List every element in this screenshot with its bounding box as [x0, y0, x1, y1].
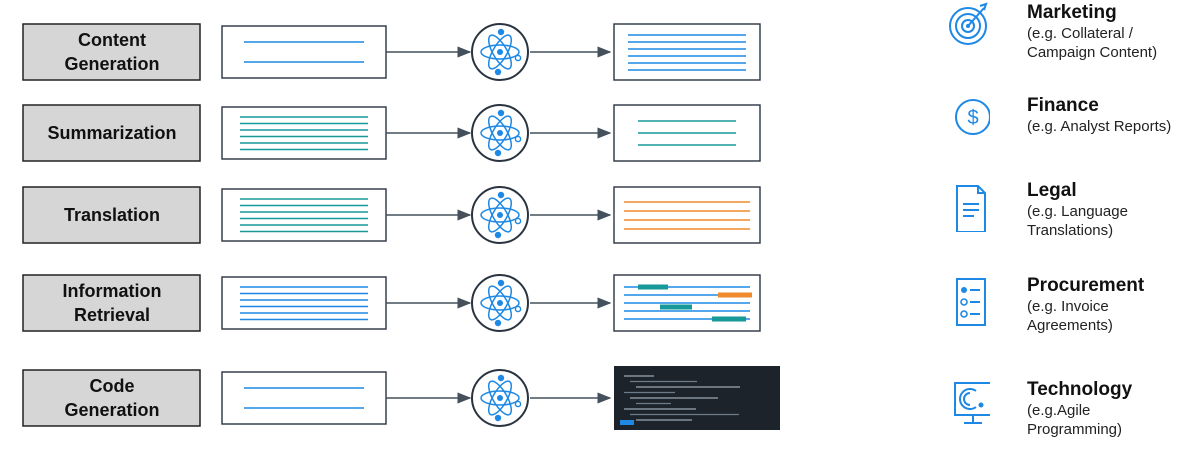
highlight-mark: [638, 284, 668, 290]
task-box: [22, 186, 201, 244]
atom-nucleus: [497, 212, 503, 218]
legend-subtitle: (e.g. Analyst Reports): [1027, 118, 1172, 135]
legend-title: Technology: [1027, 379, 1133, 400]
input-document: [221, 188, 387, 242]
code-badge: [620, 420, 634, 425]
legend-title: Legal: [1027, 180, 1077, 201]
atom-orbit: [487, 380, 513, 416]
legend-title: Finance: [1027, 95, 1099, 116]
atom-electron: [494, 68, 502, 76]
atom-nucleus: [497, 130, 503, 136]
atom-nucleus: [497, 395, 503, 401]
atom-electron: [497, 191, 505, 199]
task-box: [22, 369, 201, 427]
legend-subtitle: (e.g. Language Translations): [1027, 203, 1128, 239]
atom-electron: [497, 28, 505, 36]
atom-electron: [514, 217, 522, 225]
target-icon: [949, 2, 988, 45]
atom-orbit: [480, 207, 520, 223]
industry-legend: Marketing (e.g. Collateral / Campaign Co…: [940, 0, 1199, 446]
atom-orbit: [487, 380, 513, 416]
output-document: [613, 23, 761, 81]
legend-subtitle: (e.g.Agile Programming): [1027, 402, 1123, 438]
task-row: Summarization: [22, 104, 761, 162]
task-box: [22, 274, 201, 332]
atom-orbit: [487, 115, 513, 151]
atom-electron: [514, 135, 522, 143]
legend-subtitle: (e.g. Invoice Agreements): [1027, 298, 1113, 334]
document-icon: [956, 185, 986, 232]
legend-subtitle: (e.g. Collateral / Campaign Content): [1027, 25, 1158, 61]
atom-nucleus: [497, 300, 503, 306]
atom-electron: [494, 319, 502, 327]
atom-orbit: [487, 197, 513, 233]
atom-electron: [497, 279, 505, 287]
task-box: [22, 23, 201, 81]
atom-orbit: [480, 125, 520, 141]
atom-nucleus: [497, 49, 503, 55]
input-document: [221, 371, 387, 425]
input-document: [221, 276, 387, 330]
atom-orbit: [487, 34, 513, 70]
legend-item-procurement: Procurement (e.g. Invoice Agreements): [940, 275, 1199, 355]
task-row: Translation: [22, 186, 761, 244]
legend-item-finance: $ Finance (e.g. Analyst Reports): [940, 95, 1199, 175]
atom-orbit: [487, 115, 513, 151]
highlight-mark: [712, 316, 746, 322]
input-document: [221, 106, 387, 160]
legend-item-technology: Technology (e.g.Agile Programming): [940, 379, 1199, 459]
atom-orbit: [480, 295, 520, 311]
highlight-mark: [718, 292, 752, 298]
atom-electron: [514, 54, 522, 62]
task-label: Summarization: [47, 123, 176, 143]
input-document: [221, 25, 387, 79]
atom-electron: [494, 149, 502, 157]
atom-orbit: [487, 285, 513, 321]
atom-orbit: [487, 285, 513, 321]
legend-title: Marketing: [1027, 2, 1117, 23]
legend-item-legal: Legal (e.g. Language Translations): [940, 180, 1199, 260]
atom-electron: [494, 414, 502, 422]
atom-orbit: [480, 44, 520, 60]
dollar-icon: $: [955, 99, 990, 135]
checklist-icon: [956, 278, 986, 326]
legend-item-marketing: Marketing (e.g. Collateral / Campaign Co…: [940, 2, 1199, 82]
atom-orbit: [487, 34, 513, 70]
atom-electron: [494, 231, 502, 239]
atom-electron: [497, 374, 505, 382]
atom-electron: [497, 109, 505, 117]
highlight-mark: [660, 304, 692, 310]
legend-title: Procurement: [1027, 275, 1145, 296]
atom-electron: [514, 305, 522, 313]
technology-icon: [954, 382, 990, 424]
atom-electron: [514, 400, 522, 408]
output-document: [613, 186, 761, 244]
task-label: Translation: [64, 205, 160, 225]
atom-orbit: [487, 197, 513, 233]
svg-text:$: $: [967, 107, 978, 129]
atom-orbit: [480, 390, 520, 406]
task-box: [22, 104, 201, 162]
